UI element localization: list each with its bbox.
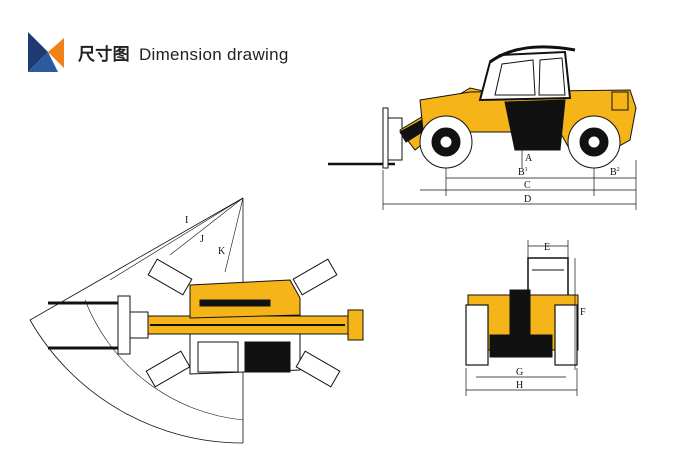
side-view [328,45,637,210]
dim-label-d: D [524,194,531,205]
top-wheel-fr [292,258,338,296]
dim-label-f: F [580,307,586,318]
dim-label-c: C [524,180,531,191]
dim-label-i: I [185,215,188,226]
page-title: 尺寸图 Dimension drawing [78,40,289,65]
rear-wheel [567,115,621,169]
top-view [29,197,364,444]
dim-label-b2: B2 [610,167,620,178]
title-english: Dimension drawing [138,44,289,64]
front-wheel [419,115,473,169]
header: 尺寸图 Dimension drawing [24,28,289,76]
dim-label-a: A [525,153,533,164]
brand-logo-icon [28,32,64,72]
dim-label-e: E [544,242,550,253]
dim-label-g: G [516,367,523,378]
top-wheel-rr [295,350,341,388]
dim-label-j: J [200,234,204,245]
dim-label-k: K [218,246,226,257]
top-wheel-fl [147,258,193,296]
dim-label-b1: B1 [518,167,528,178]
title-chinese: 尺寸图 [78,44,130,65]
front-view [465,240,579,396]
dim-label-h: H [516,380,523,391]
top-wheel-rl [145,350,191,388]
